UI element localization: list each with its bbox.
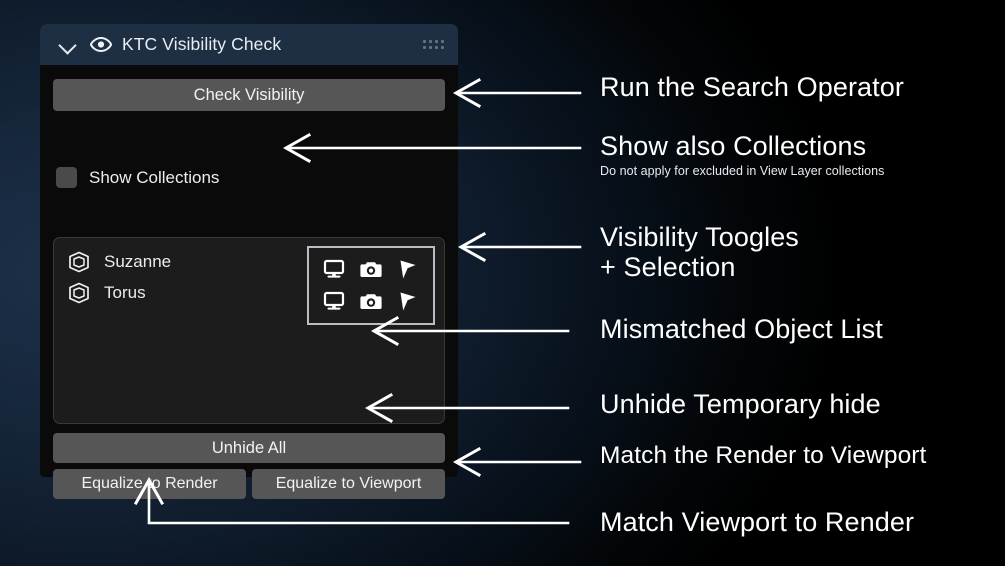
panel-header[interactable]: KTC Visibility Check [40,24,458,65]
object-name: Torus [104,282,146,302]
show-collections-checkbox[interactable] [56,167,77,188]
show-collections-checkbox-row[interactable]: Show Collections [56,167,219,188]
mismatched-object-list[interactable]: Suzanne Torus [53,237,445,424]
annotation-title-line2: + Selection [600,252,736,283]
monitor-icon[interactable] [321,257,347,281]
equalize-to-render-button[interactable]: Equalize to Render [53,469,246,499]
panel-title: KTC Visibility Check [122,34,282,54]
annotation-title: Visibility Toogles [600,222,799,252]
mesh-cube-icon [68,251,90,273]
annotation-unhide-temporary-hide: Unhide Temporary hide [600,389,881,419]
grip-dots-icon[interactable] [423,40,444,49]
show-collections-label: Show Collections [89,167,220,187]
annotation-match-viewport-to-render: Match Viewport to Render [600,507,915,537]
arrow-equalize-to-viewport [452,446,582,478]
visibility-toggle-row [309,285,433,317]
annotation-title: Show also Collections [600,131,867,161]
annotation-match-render-to-viewport: Match the Render to Viewport [600,442,927,469]
list-item[interactable]: Torus [68,278,146,307]
panel-body: Check Visibility Show Collections Suzann… [40,65,458,499]
visibility-toggle-row [309,253,433,285]
object-name: Suzanne [104,251,172,271]
equalize-to-viewport-button[interactable]: Equalize to Viewport [252,469,445,499]
camera-icon[interactable] [358,257,384,281]
arrow-check-visibility [452,77,582,109]
arrow-visibility-toggles [457,231,582,263]
annotation-subtitle: Do not apply for excluded in View Layer … [600,164,885,179]
ktc-visibility-check-panel: KTC Visibility Check Check Visibility Sh… [40,24,458,499]
eye-icon[interactable] [90,35,112,55]
mesh-cube-icon [68,282,90,304]
annotation-visibility-toggles: Visibility Toogles + Selection [600,222,799,282]
cursor-arrow-icon[interactable] [395,289,421,313]
check-visibility-button[interactable]: Check Visibility [53,79,445,111]
annotation-mismatched-object-list: Mismatched Object List [600,314,883,344]
monitor-icon[interactable] [321,289,347,313]
visibility-toggles-box [307,246,435,325]
annotation-show-also-collections: Show also Collections Do not apply for e… [600,131,884,178]
list-item[interactable]: Suzanne [68,247,171,276]
annotation-run-search-operator: Run the Search Operator [600,72,904,102]
camera-icon[interactable] [358,289,384,313]
unhide-all-button[interactable]: Unhide All [53,433,445,463]
cursor-arrow-icon[interactable] [395,257,421,281]
chevron-down-icon[interactable] [58,35,78,55]
